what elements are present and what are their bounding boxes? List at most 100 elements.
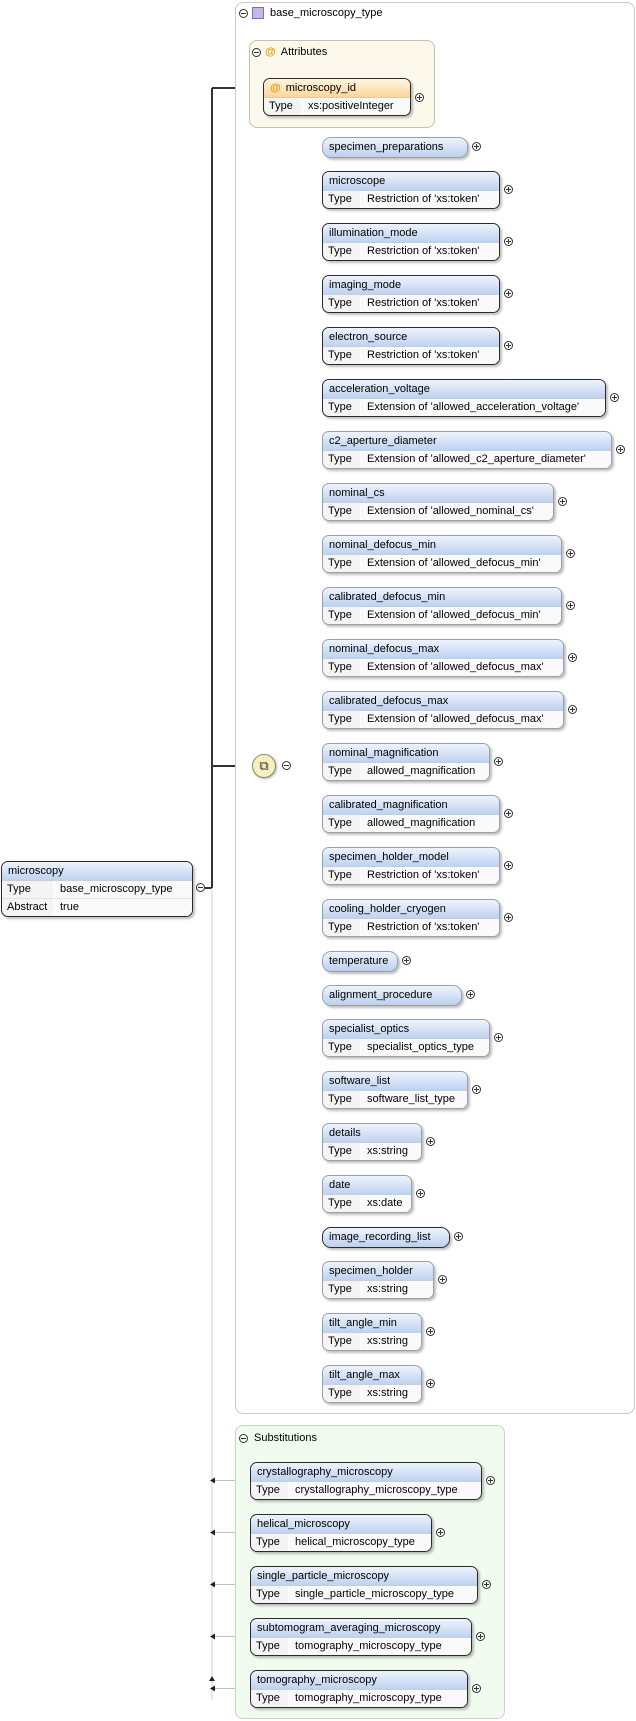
type-key: Type: [323, 815, 361, 832]
complex-type-icon: [252, 7, 264, 20]
type-value: Restriction of 'xs:token': [361, 347, 499, 364]
expand-icon[interactable]: [472, 1084, 481, 1094]
attributes-label: Attributes: [280, 46, 328, 58]
expand-icon[interactable]: [504, 912, 513, 922]
expand-icon[interactable]: [494, 756, 503, 766]
sequence-element[interactable]: temperature: [322, 951, 398, 972]
element-name: calibrated_magnification: [329, 799, 448, 811]
element-name: specimen_holder_model: [329, 851, 449, 863]
expand-icon[interactable]: [426, 1136, 435, 1146]
element-name: nominal_cs: [329, 487, 385, 499]
expand-icon[interactable]: [426, 1378, 435, 1388]
expand-icon[interactable]: [472, 1683, 481, 1693]
arrow-head: [210, 1633, 215, 1640]
expand-icon[interactable]: [610, 392, 619, 402]
collapse-icon[interactable]: [239, 8, 248, 18]
expand-icon[interactable]: [504, 236, 513, 246]
sequence-element[interactable]: image_recording_list: [322, 1227, 450, 1248]
expand-icon[interactable]: [504, 808, 513, 818]
expand-icon[interactable]: [476, 1631, 485, 1641]
expand-icon[interactable]: [566, 548, 575, 558]
root-element-name: microscopy: [8, 865, 64, 877]
element-name: imaging_mode: [329, 279, 402, 291]
type-value: Extension of 'allowed_defocus_max': [361, 711, 563, 728]
sequence-element[interactable]: alignment_procedure: [322, 985, 462, 1006]
type-value: Restriction of 'xs:token': [361, 867, 499, 884]
expand-icon[interactable]: [504, 184, 513, 194]
expand-icon[interactable]: [504, 340, 513, 350]
expand-icon[interactable]: [438, 1274, 447, 1284]
expand-icon[interactable]: [558, 496, 567, 506]
abstract-value: true: [54, 899, 192, 916]
element-name: tilt_angle_max: [329, 1369, 400, 1381]
element-name: specimen_preparations: [329, 141, 444, 153]
sequence-element[interactable]: specimen_preparations: [322, 137, 468, 158]
collapse-icon[interactable]: [282, 761, 291, 770]
expand-icon[interactable]: [454, 1232, 463, 1241]
expand-icon[interactable]: [504, 860, 513, 870]
element-name: software_list: [329, 1075, 391, 1087]
expand-icon[interactable]: [415, 93, 424, 102]
expand-icon[interactable]: [466, 990, 475, 999]
type-key: Type: [323, 1281, 361, 1298]
element-name: helical_microscopy: [257, 1518, 350, 1530]
element-name: nominal_magnification: [329, 747, 439, 759]
expand-icon[interactable]: [436, 1527, 445, 1537]
expand-icon[interactable]: [402, 956, 411, 965]
expand-icon[interactable]: [472, 142, 481, 151]
type-key: Type: [251, 1534, 289, 1551]
collapse-icon[interactable]: [252, 47, 261, 57]
type-value: xs:string: [361, 1143, 421, 1160]
expand-icon[interactable]: [568, 652, 577, 662]
type-value: crystallography_microscopy_type: [289, 1482, 481, 1499]
type-value: software_list_type: [361, 1091, 467, 1108]
expand-icon[interactable]: [494, 1032, 503, 1042]
expand-icon[interactable]: [616, 444, 625, 454]
type-value: single_particle_microscopy_type: [289, 1586, 477, 1603]
substitutions-label: Substitutions: [254, 1432, 317, 1444]
type-key: Type: [323, 555, 361, 572]
collapse-icon[interactable]: [239, 1433, 248, 1443]
expand-icon[interactable]: [482, 1579, 491, 1589]
type-value: specialist_optics_type: [361, 1039, 489, 1056]
attribute-icon: @: [270, 82, 281, 94]
collapse-icon[interactable]: [196, 883, 205, 892]
type-value: helical_microscopy_type: [289, 1534, 431, 1551]
expand-icon[interactable]: [504, 288, 513, 298]
type-key: Type: [323, 399, 361, 416]
expand-icon[interactable]: [416, 1188, 425, 1198]
expand-icon[interactable]: [566, 600, 575, 610]
expand-icon[interactable]: [486, 1475, 495, 1485]
expand-icon[interactable]: [568, 704, 577, 714]
expand-icon[interactable]: [426, 1326, 435, 1336]
